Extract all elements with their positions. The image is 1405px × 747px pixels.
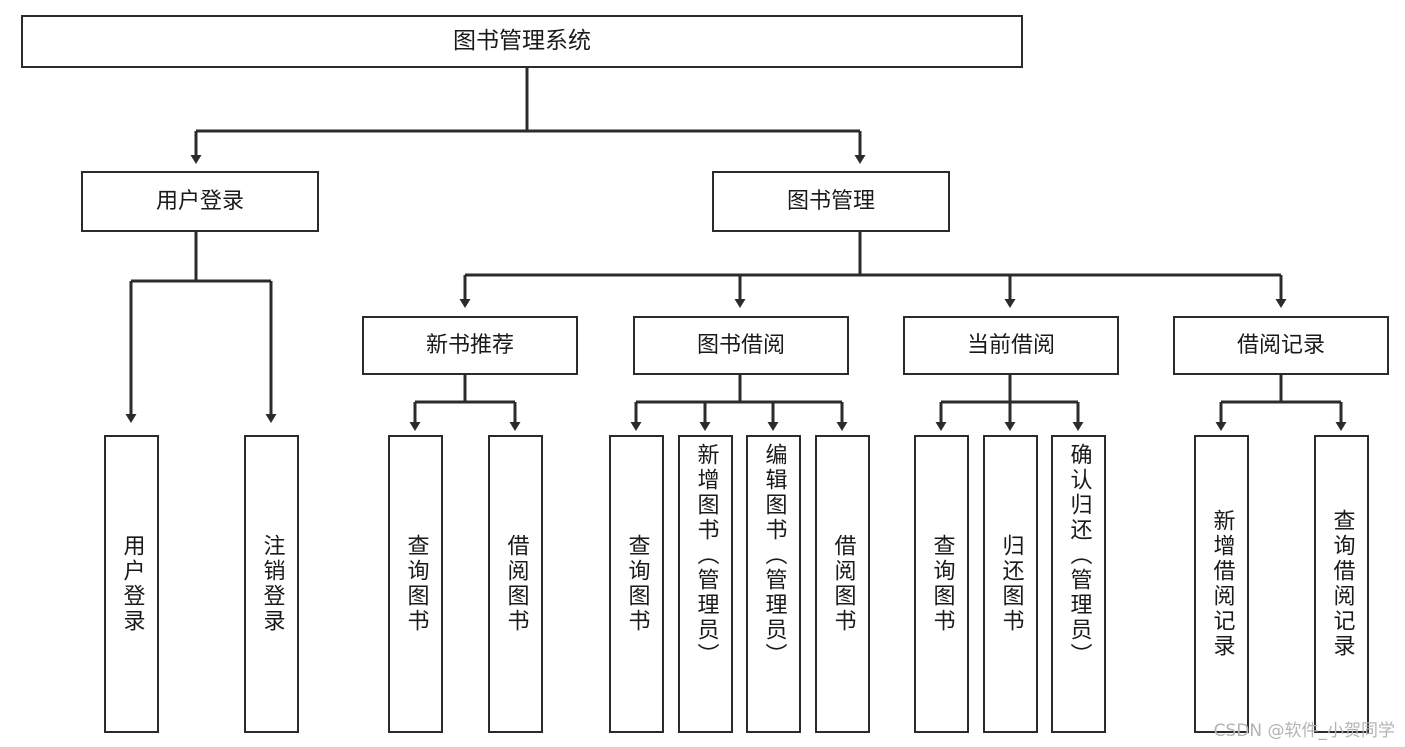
leaf-edit-book-admin[interactable]: 编辑图书（管理员） [746,435,801,733]
node-label: 当前借阅 [966,332,1055,358]
node-label: 新增图书（管理员） [693,443,719,668]
node-label: 用户登录 [155,188,244,214]
node-label: 查询借阅记录 [1329,509,1355,659]
leaf-query-borrow-record[interactable]: 查询借阅记录 [1314,435,1369,733]
node-root-system[interactable]: 图书管理系统 [21,15,1023,68]
leaf-return-book[interactable]: 归还图书 [983,435,1038,733]
node-current-borrow[interactable]: 当前借阅 [903,316,1119,375]
leaf-query-book-current[interactable]: 查询图书 [914,435,969,733]
leaf-borrow-book[interactable]: 借阅图书 [815,435,870,733]
node-book-management[interactable]: 图书管理 [712,171,950,232]
leaf-logout[interactable]: 注销登录 [244,435,299,733]
leaf-borrow-book-recommend[interactable]: 借阅图书 [488,435,543,733]
node-label: 查询图书 [929,534,955,634]
node-label: 借阅图书 [503,534,529,634]
node-label: 查询图书 [624,534,650,634]
node-label: 借阅记录 [1236,332,1325,358]
node-label: 编辑图书（管理员） [761,443,787,668]
node-label: 图书借阅 [696,332,785,358]
node-label: 借阅图书 [830,534,856,634]
leaf-query-book-borrow[interactable]: 查询图书 [609,435,664,733]
node-new-book-recommend[interactable]: 新书推荐 [362,316,578,375]
node-label: 新书推荐 [425,332,514,358]
node-label: 图书管理 [786,188,875,214]
watermark-text: CSDN @软件_小贺同学 [1213,721,1395,741]
leaf-confirm-return-admin[interactable]: 确认归还（管理员） [1051,435,1106,733]
node-label: 注销登录 [259,534,285,634]
node-label: 用户登录 [119,534,145,634]
node-user-login[interactable]: 用户登录 [81,171,319,232]
node-label: 归还图书 [998,534,1024,634]
node-borrow-record[interactable]: 借阅记录 [1173,316,1389,375]
leaf-add-book-admin[interactable]: 新增图书（管理员） [678,435,733,733]
node-label: 查询图书 [403,534,429,634]
leaf-user-login[interactable]: 用户登录 [104,435,159,733]
leaf-query-book-recommend[interactable]: 查询图书 [388,435,443,733]
node-label: 图书管理系统 [453,27,591,54]
leaf-add-borrow-record[interactable]: 新增借阅记录 [1194,435,1249,733]
node-label: 确认归还（管理员） [1066,443,1092,668]
node-book-borrow[interactable]: 图书借阅 [633,316,849,375]
node-label: 新增借阅记录 [1209,509,1235,659]
